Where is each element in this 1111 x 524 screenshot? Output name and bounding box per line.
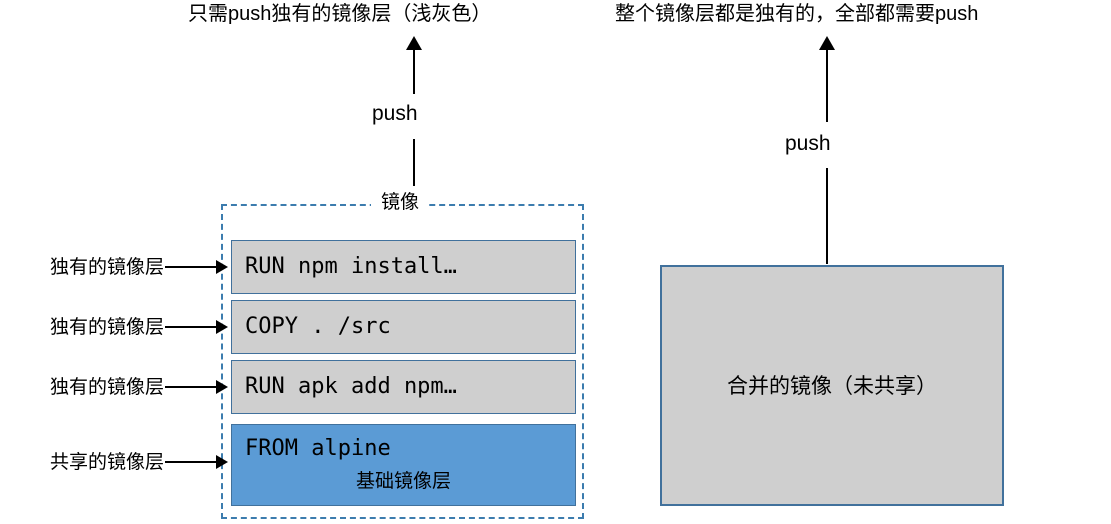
left-push-label: push <box>372 102 418 125</box>
image-container-label: 镜像 <box>371 191 430 214</box>
layer-annotation-arrow-shaft <box>165 326 217 328</box>
left-push-arrowhead-icon <box>406 36 422 50</box>
image-layer-row: RUN apk add npm… <box>231 360 576 414</box>
layer-annotation-label: 独有的镜像层 <box>49 257 164 278</box>
layer-annotation-arrow-shaft <box>165 386 217 388</box>
layer-annotation-arrowhead-icon <box>216 455 228 469</box>
right-push-arrow-lower-shaft <box>826 168 828 264</box>
layer-annotation-label: 独有的镜像层 <box>49 377 164 398</box>
layer-annotation-label: 独有的镜像层 <box>49 317 164 338</box>
layer-command-text: FROM alpine <box>245 436 391 461</box>
layer-annotation-arrowhead-icon <box>216 380 228 394</box>
right-push-label: push <box>785 132 831 155</box>
right-diagram-title: 整个镜像层都是独有的，全部都需要push <box>615 3 979 25</box>
left-diagram-title: 只需push独有的镜像层（浅灰色） <box>188 3 492 25</box>
right-push-arrowhead-icon <box>819 36 835 50</box>
layer-annotation-arrow-shaft <box>165 266 217 268</box>
base-image-layer-row: FROM alpine 基础镜像层 <box>231 424 576 506</box>
merged-image-box: 合并的镜像（未共享） <box>660 265 1004 506</box>
left-push-arrow-lower-shaft <box>413 139 415 186</box>
layer-annotation-arrowhead-icon <box>216 260 228 274</box>
base-layer-caption: 基础镜像层 <box>355 471 451 492</box>
image-layer-row: COPY . /src <box>231 300 576 354</box>
layer-command-text: COPY . /src <box>245 314 391 339</box>
image-layer-row: RUN npm install… <box>231 240 576 294</box>
layer-annotation-arrow-shaft <box>165 461 217 463</box>
layer-command-text: RUN apk add npm… <box>245 374 457 399</box>
layer-command-text: RUN npm install… <box>245 254 457 279</box>
merged-image-label: 合并的镜像（未共享） <box>727 375 937 398</box>
left-push-arrow-upper-shaft <box>413 49 415 94</box>
right-push-arrow-upper-shaft <box>826 49 828 122</box>
layer-annotation-arrowhead-icon <box>216 320 228 334</box>
shared-layer-annotation-label: 共享的镜像层 <box>49 452 164 473</box>
